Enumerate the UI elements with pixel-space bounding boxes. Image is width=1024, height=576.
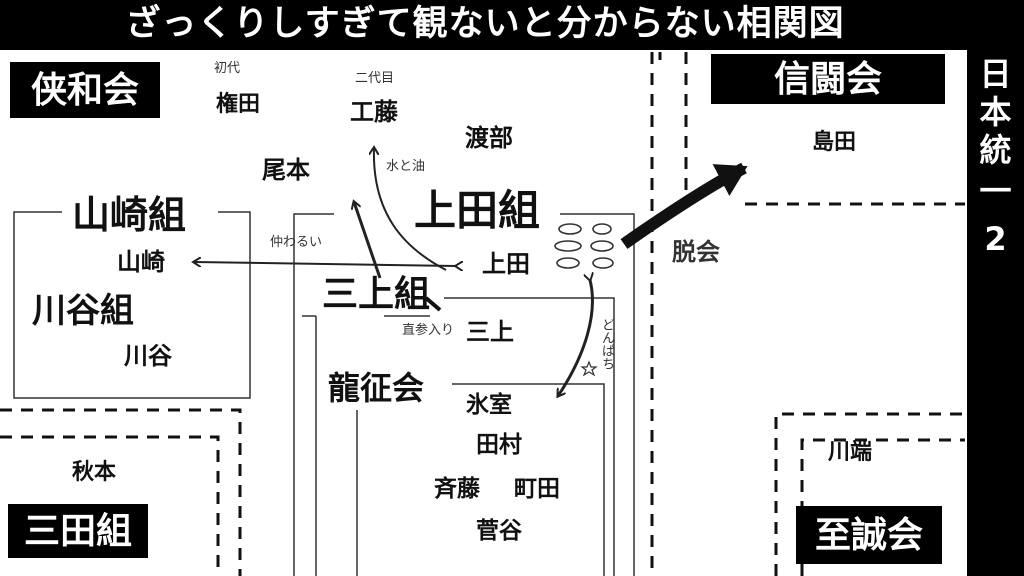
sidebar-label-vertical: 日本統一 2 [967,55,1024,259]
arrow-ueda-yamazaki [194,262,456,266]
kyowakai-boss-first: 権田 [216,92,261,117]
sidebar-label-char: 本 [979,92,1012,131]
shintoukai-member: 島田 [812,130,857,155]
mikami-dash [424,296,442,312]
ellipsis-ovals [554,223,614,269]
relation-label-ueda-kudo: 水と油 [386,159,426,174]
kyowakai-note-first: 初代 [214,61,241,76]
sidebar-label-char: 2 [984,220,1007,258]
sidebar-label-char: 統 [979,130,1012,169]
ryuseikai-member: 菅谷 [476,518,522,544]
ryuseikai-member: 田村 [476,432,522,458]
ryuseikai-member: 町田 [514,476,560,502]
kyowakai-member-omoto: 尾本 [262,156,310,184]
arrow-mikami-omoto [354,202,382,279]
title-bar [0,0,1024,50]
arrow-ueda-hyomuro [558,280,592,396]
sidebar-label-char: 日 [979,55,1012,93]
faction-label-yamazaki: 山崎組 [72,192,187,237]
arrow-ueda-to-shintoukai [620,162,748,249]
shiseikai-member: 川端 [828,440,873,465]
mikami-note: 直参入り [402,323,455,338]
faction-label-mikami: 三上組 [322,273,431,315]
ryuseikai-member: 斉藤 [434,476,480,502]
relation-arrows [194,148,592,396]
kawatani-leader: 川谷 [124,342,172,370]
mitagumi-member: 秋本 [72,460,117,485]
faction-label-shiseikai: 至誠会 [796,506,942,564]
arrow-ueda-kudo [374,148,447,271]
yamazaki-leader: 山崎 [117,248,165,276]
mikami-leader: 三上 [466,318,514,346]
kyowakai-note-second: 二代目 [355,71,395,86]
kyowakai-member-watabe: 渡部 [465,124,513,152]
sidebar-label-char: 一 [979,172,1012,211]
ryuseikai-member: 氷室 [466,392,512,418]
faction-label-ryuseikai: 龍征会 [328,369,425,407]
group-boxes [13,211,635,576]
right-sidebar [967,0,1024,576]
faction-label-mitagumi: 三田組 [8,504,148,558]
faction-label-shintoukai: 信闘会 [711,54,945,104]
relation-label-ueda-hyomuro: どんぱち [599,318,614,370]
faction-label-kyowakai: 侠和会 [10,62,160,118]
relation-label-ueda-yamazaki: 仲わるい [270,235,323,250]
ueda-leader: 上田 [482,250,530,278]
faction-label-kawatani: 川谷組 [32,291,134,331]
page-title: ざっくりしすぎて観ないと分からない相関図 [125,4,845,44]
kyowakai-boss-second: 工藤 [350,98,398,126]
relation-label-ueda-to-shintoukai: 脱会 [672,238,720,266]
faction-label-ueda: 上田組 [414,186,541,235]
star-icon [580,360,598,377]
